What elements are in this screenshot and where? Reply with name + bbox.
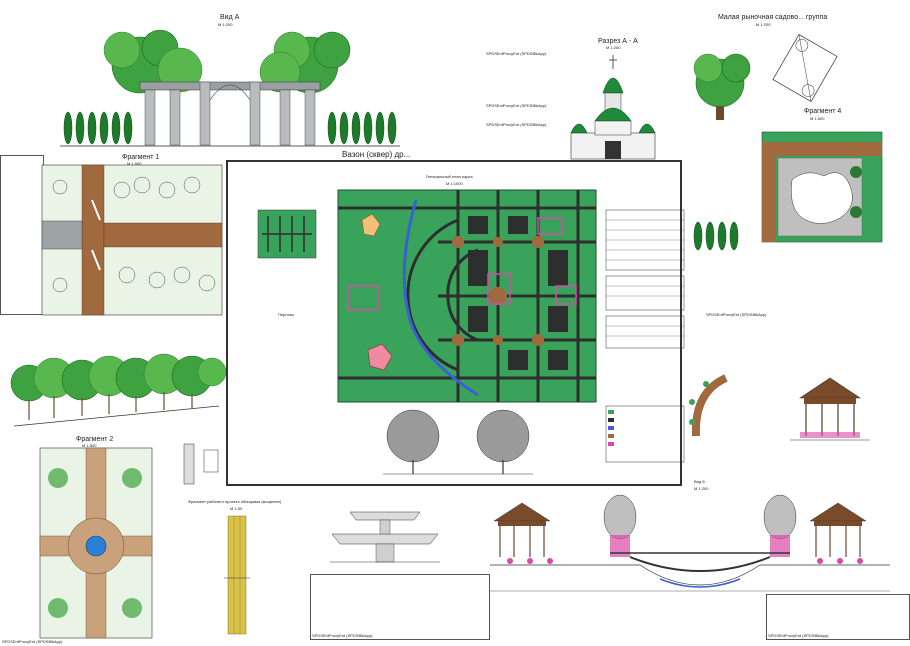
- fragment-paving-title: Фрагмент рабочего проекта облицовки (мощ…: [188, 499, 282, 504]
- proxy-label-2: SPDSEntProxyEnt (SPDSBlkApp): [486, 103, 547, 108]
- fragment2-title: Фрагмент 2: [76, 436, 114, 443]
- left-sheet-frame: [0, 155, 44, 315]
- fragment-paving-scale: М 1:50: [230, 506, 243, 511]
- main-title: Вазон (сквер) др...: [342, 150, 411, 159]
- fragment4-scale: М 1:500: [810, 116, 825, 121]
- proxy-label-3: SPDSEntProxyEnt (SPDSBlkApp): [486, 122, 547, 127]
- pergola-plan: [257, 209, 317, 259]
- small-group-drawing: [693, 34, 838, 120]
- fragment1-title: Фрагмент 1: [122, 154, 160, 161]
- fragment4-side-trees: [693, 221, 739, 251]
- gate-elevation: [60, 29, 400, 147]
- bridge-elevation: [490, 494, 890, 592]
- tree-row-elevation: [10, 353, 227, 427]
- twin-trees: [383, 409, 533, 475]
- fountain-elevation: [330, 511, 440, 563]
- fragment4-plan: [761, 131, 883, 243]
- section-aa-scale: М 1:200: [606, 45, 621, 50]
- fragment4-title: Фрагмент 4: [804, 108, 842, 115]
- bench-detail: [183, 443, 219, 485]
- view-a-scale: М 1:200: [218, 22, 233, 27]
- proxy-label-4: SPDSEntProxyEnt (SPDSBlkApp): [706, 312, 767, 317]
- fragment2-plan: [39, 447, 153, 639]
- fragment2-scale: М 1:500: [82, 443, 97, 448]
- small-group-scale: М 1:200: [756, 22, 771, 27]
- stamp-box-center: [310, 574, 490, 640]
- small-group-title: Малая рыночная садово... группа: [718, 14, 828, 21]
- proxy-label-6: SPDSEntProxyEnt (SPDSBlkApp): [768, 633, 829, 638]
- general-plan-title: Генеральный план парка: [426, 174, 473, 179]
- pergola-label: Перголы: [278, 312, 295, 317]
- church-elevation: [570, 55, 656, 160]
- proxy-label-1: SPDSEntProxyEnt (SPDSBlkApp): [486, 51, 547, 56]
- view-a-title: Вид А: [220, 14, 240, 21]
- proxy-label-5: SPDSEntProxyEnt (SPDSBlkApp): [312, 633, 373, 638]
- fragment1-plan: [41, 164, 223, 316]
- section-aa-title: Разрез А - А: [598, 38, 638, 45]
- proxy-label-7: SPDSEntProxyEnt (SPDSBlkApp): [2, 639, 63, 644]
- plan-tables: [605, 209, 685, 463]
- paving-strip: [224, 515, 250, 635]
- gazebo-elevation: [790, 377, 870, 441]
- general-plan-sheet: [226, 160, 682, 486]
- fragment1-scale: М 1:500: [127, 161, 142, 166]
- general-plan-scale: М 1:1000: [446, 181, 463, 186]
- general-plan: [337, 189, 597, 403]
- arc-walkway: [689, 374, 728, 437]
- view-b-title: Вид Б: [694, 479, 705, 484]
- view-b-scale: М 1:200: [694, 486, 709, 491]
